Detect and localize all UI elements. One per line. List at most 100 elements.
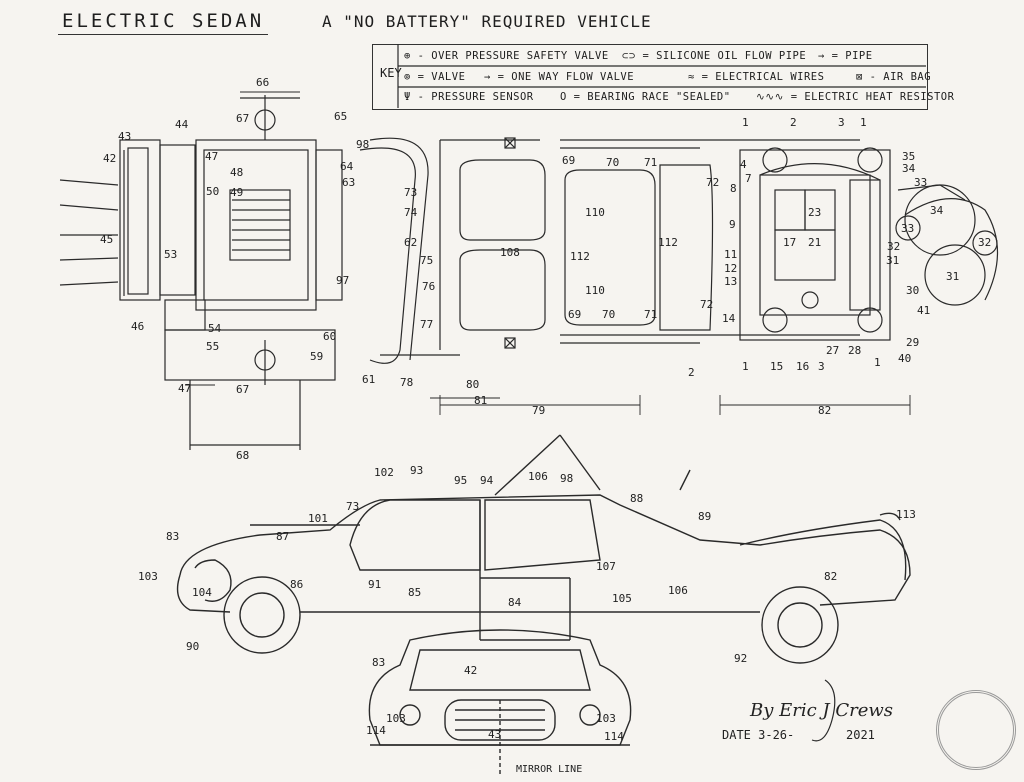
callout: 14 bbox=[722, 312, 736, 325]
callout: 32 bbox=[978, 236, 992, 249]
callout: 33 bbox=[901, 222, 915, 235]
callout: 70 bbox=[606, 156, 620, 169]
front-view-car bbox=[368, 629, 632, 775]
callout: 83 bbox=[166, 530, 180, 543]
callout: 30 bbox=[906, 284, 920, 297]
callout: 45 bbox=[100, 233, 114, 246]
callout: 55 bbox=[206, 340, 220, 353]
callout: 12 bbox=[724, 262, 738, 275]
callout: 43 bbox=[488, 728, 502, 741]
callout: 13 bbox=[724, 275, 738, 288]
callout: 108 bbox=[500, 246, 520, 259]
callout: 49 bbox=[230, 186, 244, 199]
callout: 94 bbox=[480, 474, 494, 487]
callout: 105 bbox=[612, 592, 632, 605]
rear-wheel bbox=[761, 586, 839, 664]
callout: 81 bbox=[474, 394, 488, 407]
legend-row-3-col-3: ∿∿∿ = ELECTRIC HEAT RESISTOR bbox=[756, 91, 955, 103]
callout: 82 bbox=[824, 570, 838, 583]
signature-flourish bbox=[811, 679, 836, 742]
callout: 77 bbox=[420, 318, 434, 331]
firewall-curve bbox=[369, 137, 429, 361]
callout: 71 bbox=[644, 308, 658, 321]
legend-box bbox=[372, 44, 928, 110]
callout: 21 bbox=[808, 236, 822, 249]
seat-front-left bbox=[459, 159, 546, 241]
callout: 114 bbox=[604, 730, 624, 743]
rear-drive-assembly bbox=[739, 147, 999, 341]
callout: 87 bbox=[276, 530, 290, 543]
callout: 106 bbox=[528, 470, 548, 483]
callout: 66 bbox=[256, 76, 270, 89]
callout: 28 bbox=[848, 344, 862, 357]
callout: 34 bbox=[930, 204, 944, 217]
callout: 29 bbox=[906, 336, 920, 349]
callout: 78 bbox=[400, 376, 414, 389]
callout: 98 bbox=[560, 472, 574, 485]
callout: 35 bbox=[902, 150, 916, 163]
callout: 73 bbox=[404, 186, 418, 199]
callout: 112 bbox=[570, 250, 590, 263]
callout: 91 bbox=[368, 578, 382, 591]
front-wheel bbox=[223, 576, 301, 654]
legend-row-1-col-2: ⊂⊃ = SILICONE OIL FLOW PIPE bbox=[622, 50, 807, 62]
callout: 72 bbox=[706, 176, 720, 189]
legend-row-2-col-3: ≈ = ELECTRICAL WIRES bbox=[688, 71, 825, 83]
legend-row-3-col-1: Ψ - PRESSURE SENSOR bbox=[404, 91, 534, 103]
callout: 64 bbox=[340, 160, 354, 173]
callout: 88 bbox=[630, 492, 644, 505]
callout: 113 bbox=[896, 508, 916, 521]
callout: 110 bbox=[585, 206, 605, 219]
callout: 74 bbox=[404, 206, 418, 219]
callout: 46 bbox=[131, 320, 145, 333]
callout: 69 bbox=[568, 308, 582, 321]
front-window bbox=[349, 499, 481, 571]
title-underline bbox=[58, 34, 268, 35]
callout: 50 bbox=[206, 185, 220, 198]
callout: 72 bbox=[700, 298, 714, 311]
callout: 101 bbox=[308, 512, 328, 525]
callout: 83 bbox=[372, 656, 386, 669]
firewall-curve bbox=[359, 147, 416, 364]
callout: 104 bbox=[192, 586, 212, 599]
signature-date-label: DATE 3-26- bbox=[722, 728, 795, 742]
center-console bbox=[659, 164, 714, 331]
legend-row-3-col-2: O = BEARING RACE "SEALED" bbox=[560, 91, 731, 103]
callout: 41 bbox=[917, 304, 931, 317]
callout: 59 bbox=[310, 350, 324, 363]
mirror-line-label: MIRROR LINE bbox=[516, 764, 583, 775]
callout: 23 bbox=[808, 206, 822, 219]
callout: 2 bbox=[790, 116, 797, 129]
legend-row-1-col-1: ⊕ - OVER PRESSURE SAFETY VALVE bbox=[404, 50, 609, 62]
cabin-layout bbox=[439, 137, 860, 350]
callout: 114 bbox=[366, 724, 386, 737]
rear-window bbox=[484, 499, 601, 571]
callout: 1 bbox=[860, 116, 867, 129]
seat-rear bbox=[564, 169, 656, 326]
callout: 16 bbox=[796, 360, 810, 373]
callout: 65 bbox=[334, 110, 348, 123]
callout: 42 bbox=[103, 152, 117, 165]
callout: 86 bbox=[290, 578, 304, 591]
side-view-car bbox=[176, 434, 911, 664]
legend-label: KEY bbox=[380, 66, 402, 80]
callout: 107 bbox=[596, 560, 616, 573]
legend-row-2-col-2: → = ONE WAY FLOW VALVE bbox=[484, 71, 635, 83]
callout: 17 bbox=[783, 236, 797, 249]
callout: 47 bbox=[205, 150, 219, 163]
notary-seal bbox=[936, 690, 1016, 770]
callout: 92 bbox=[734, 652, 748, 665]
callout: 32 bbox=[887, 240, 901, 253]
callout: 103 bbox=[596, 712, 616, 725]
callout: 67 bbox=[236, 112, 250, 125]
callout: 98 bbox=[356, 138, 370, 151]
windshield bbox=[409, 649, 591, 691]
callout: 1 bbox=[742, 360, 749, 373]
callout: 69 bbox=[562, 154, 576, 167]
callout: 89 bbox=[698, 510, 712, 523]
callout: 9 bbox=[729, 218, 736, 231]
callout: 2 bbox=[688, 366, 695, 379]
callout: 11 bbox=[724, 248, 738, 261]
